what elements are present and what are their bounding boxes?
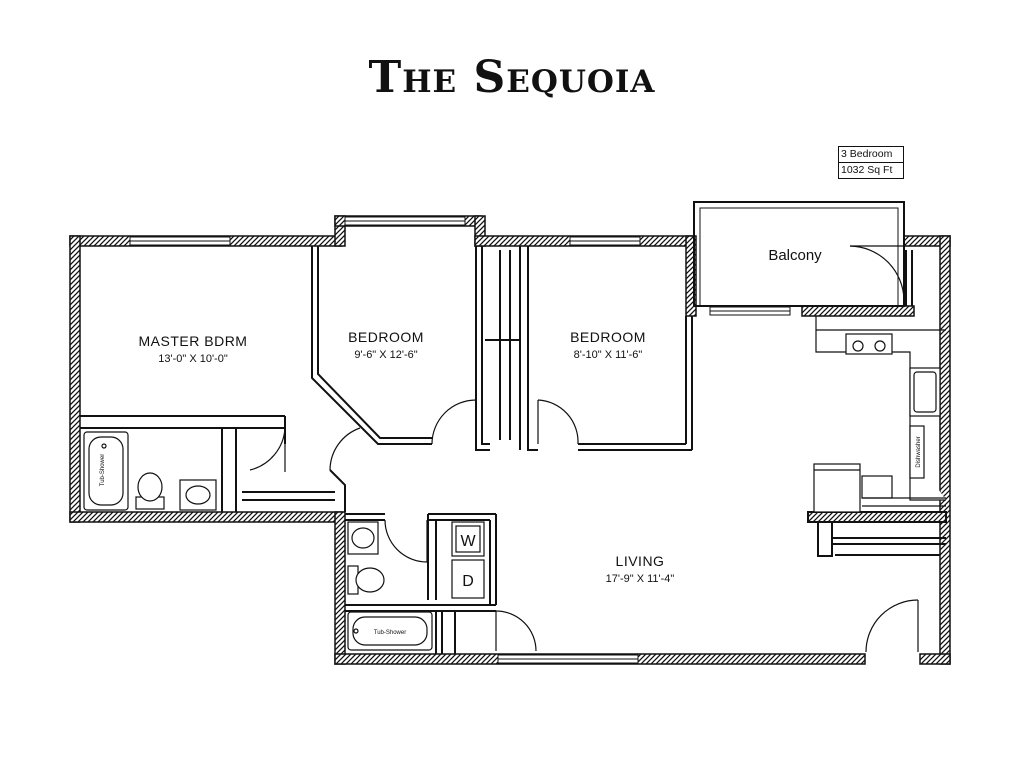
door-swings	[249, 245, 919, 653]
dryer-label: D	[462, 573, 474, 590]
hall-bath-fixtures	[347, 521, 433, 651]
master-bath-fixtures	[83, 431, 217, 511]
interior-walls	[80, 246, 947, 654]
kitchen	[813, 316, 946, 513]
master-bedroom-label: MASTER BDRM	[139, 333, 248, 349]
living-room-label: LIVING	[616, 553, 665, 569]
hall-tub-label: Tub-Shower	[374, 630, 406, 636]
living-room-dims: 17'-9" X 11'-4"	[606, 573, 675, 585]
master-bedroom-dims: 13'-0" X 10'-0"	[158, 353, 228, 365]
balcony-label: Balcony	[768, 247, 822, 264]
dishwasher-label: Dishwasher	[916, 436, 922, 467]
washer-label: W	[460, 533, 476, 550]
balcony	[693, 201, 905, 307]
master-tub-label: Tub-Shower	[100, 454, 106, 486]
bedroom-3-label: BEDROOM	[570, 329, 646, 345]
bedroom-2-label: BEDROOM	[348, 329, 424, 345]
bedroom-2-dims: 9'-6" X 12'-6"	[354, 349, 417, 361]
laundry	[451, 521, 485, 599]
square-footage: 1032 Sq Ft	[839, 162, 903, 178]
unit-info-box: 3 Bedroom 1032 Sq Ft	[838, 146, 904, 179]
windows	[129, 216, 791, 664]
bedroom-count: 3 Bedroom	[841, 148, 893, 160]
bedroom-3-dims: 8'-10" X 11'-6"	[574, 349, 643, 361]
plan-title: The Sequoia	[368, 52, 656, 103]
